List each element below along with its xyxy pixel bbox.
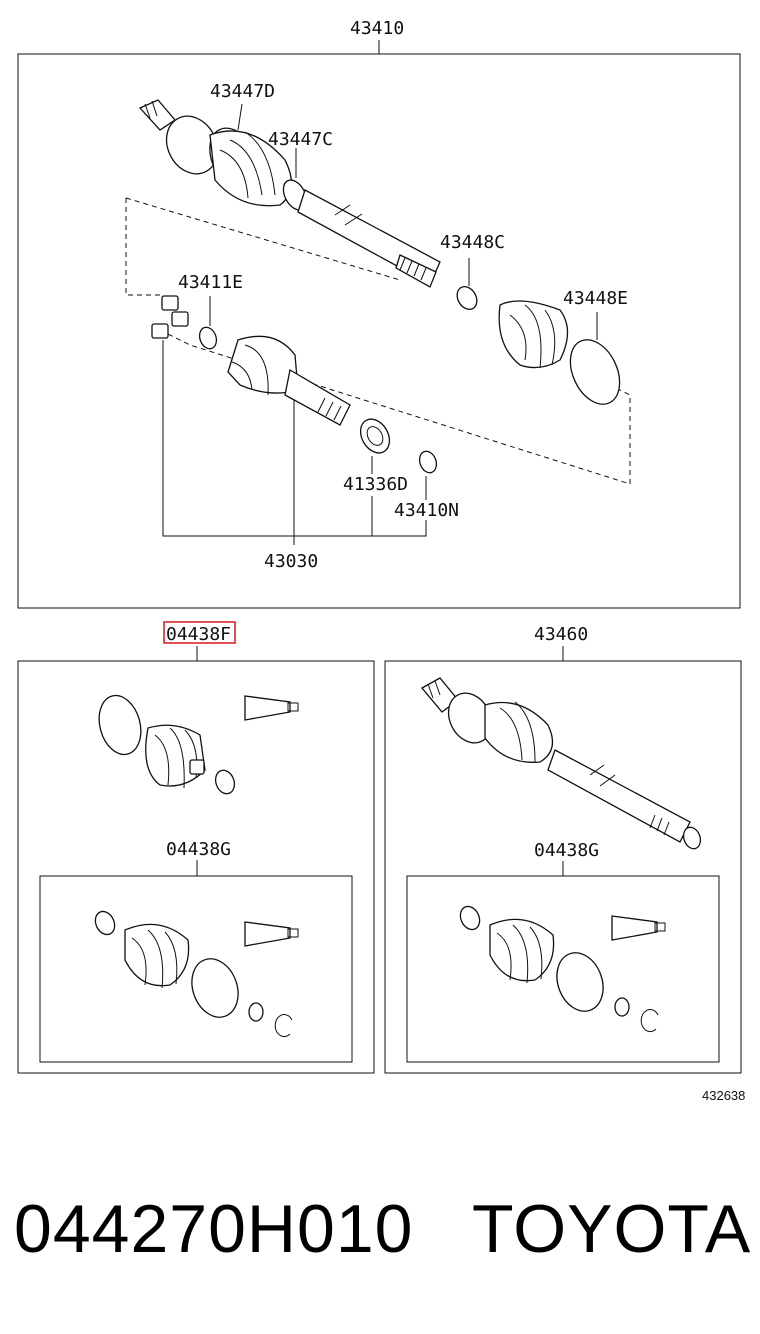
part-number: 044270H010 xyxy=(14,1191,414,1267)
diagram-reference: 432638 xyxy=(702,1088,745,1103)
dust-seal-41336D xyxy=(359,418,391,454)
tripod-joint xyxy=(151,295,189,339)
boot-kit-outer-parts xyxy=(98,694,299,795)
snap-ring-43411E xyxy=(198,326,218,350)
clamp-43448E xyxy=(569,339,621,405)
bottom-left-panel xyxy=(17,660,375,1074)
inner-boot xyxy=(498,300,569,369)
footer-title: 044270H010 TOYOTA xyxy=(14,1190,751,1268)
label-04438G-right[interactable]: 04438G xyxy=(534,840,599,861)
drive-shaft-right xyxy=(420,677,702,850)
label-43447C[interactable]: 43447C xyxy=(268,129,333,150)
label-04438G-left[interactable]: 04438G xyxy=(166,839,231,860)
clamp-43448C xyxy=(456,286,478,310)
label-43411E[interactable]: 43411E xyxy=(178,272,243,293)
inner-joint-housing xyxy=(227,335,351,426)
boot-kit-inner-parts-left xyxy=(94,910,299,1038)
label-43448E[interactable]: 43448E xyxy=(563,288,628,309)
label-43447D[interactable]: 43447D xyxy=(210,81,275,102)
label-43410[interactable]: 43410 xyxy=(350,18,404,39)
boot-kit-inner-parts-right xyxy=(459,905,666,1033)
bottom-left-inner-panel xyxy=(39,875,353,1063)
label-43030[interactable]: 43030 xyxy=(264,551,318,572)
snap-ring-43410N xyxy=(418,450,438,474)
label-43448C[interactable]: 43448C xyxy=(440,232,505,253)
top-panel-frame xyxy=(17,53,741,609)
bottom-right-inner-panel xyxy=(406,875,720,1063)
label-04438F[interactable]: 04438F xyxy=(166,624,231,645)
highlight-box xyxy=(163,621,236,644)
brand-name: TOYOTA xyxy=(471,1191,752,1267)
drive-shaft-outer-joint xyxy=(138,99,441,288)
bottom-right-panel xyxy=(384,660,742,1074)
label-43460[interactable]: 43460 xyxy=(534,624,588,645)
label-41336D[interactable]: 41336D xyxy=(343,474,408,495)
label-43410N[interactable]: 43410N xyxy=(394,500,459,521)
